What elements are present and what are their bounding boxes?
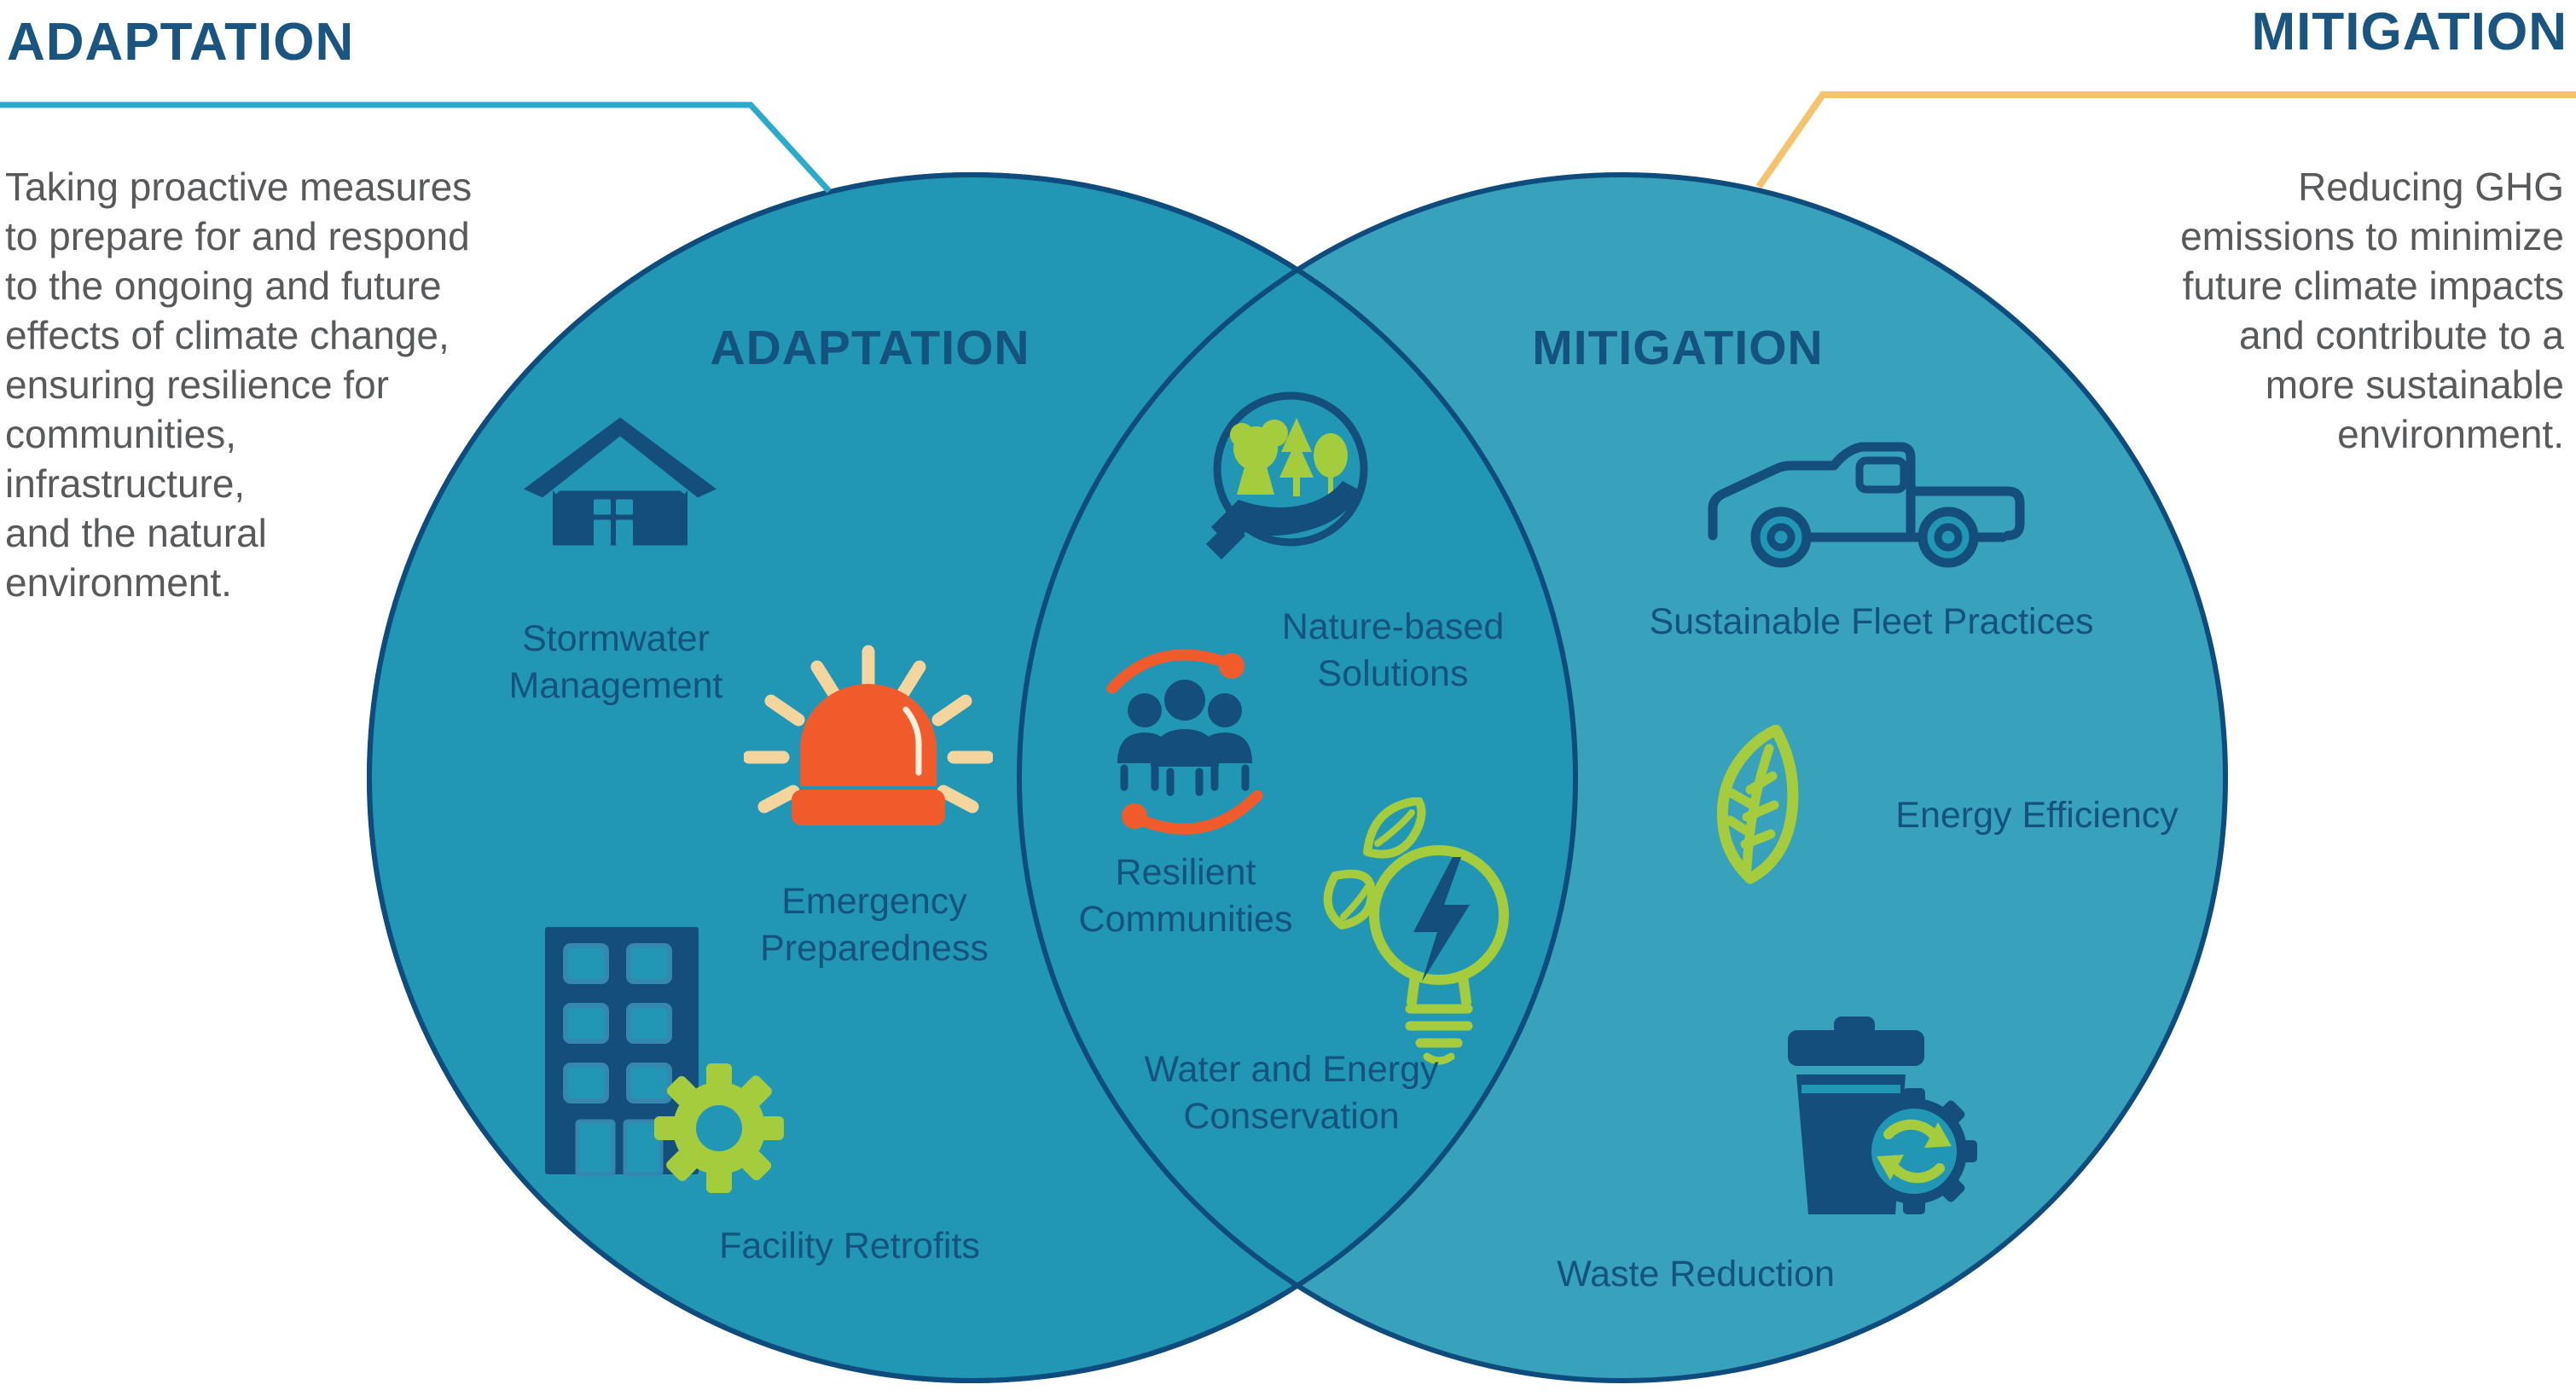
sustainable-fleet-practices-label: Sustainable Fleet Practices bbox=[1649, 601, 2094, 642]
mitigation-description-line: environment. bbox=[2337, 412, 2564, 456]
mitigation-description-line: future climate impacts bbox=[2182, 264, 2564, 308]
leaf-icon bbox=[1703, 725, 1817, 894]
mitigation-leader-line bbox=[1755, 91, 2576, 189]
siren-icon bbox=[744, 645, 993, 861]
adaptation-heading: ADAPTATION bbox=[7, 13, 355, 72]
adaptation-circle-outline bbox=[367, 172, 1578, 1383]
adaptation-description-line: infrastructure, bbox=[5, 461, 246, 506]
adaptation-description-line: ensuring resilience for bbox=[5, 362, 390, 407]
facility-retrofits-label: Facility Retrofits bbox=[719, 1225, 980, 1266]
resilient-communities-label: Resilient Communities bbox=[1078, 852, 1293, 940]
mitigation-description-line: and contribute to a bbox=[2238, 313, 2564, 357]
mitigation-description-line: more sustainable bbox=[2265, 362, 2564, 407]
waste-reduction-label: Waste Reduction bbox=[1557, 1254, 1835, 1295]
nature-based-solutions-label: Nature-based Solutions bbox=[1281, 606, 1505, 694]
adaptation-description: Taking proactive measures to prepare for… bbox=[5, 162, 560, 607]
mitigation-description-line: emissions to minimize bbox=[2180, 214, 2564, 258]
adaptation-description-line: Taking proactive measures bbox=[5, 165, 473, 209]
mitigation-circle bbox=[1017, 172, 2228, 1383]
energy-efficiency-label: Energy Efficiency bbox=[1895, 795, 2179, 836]
adaptation-description-line: and the natural bbox=[5, 511, 267, 555]
eco-bulb-icon bbox=[1318, 797, 1521, 1072]
adaptation-description-line: to the ongoing and future bbox=[5, 264, 442, 308]
mitigation-description: Reducing GHG emissions to minimize futur… bbox=[2086, 162, 2564, 459]
building-gear-icon bbox=[540, 924, 789, 1198]
adaptation-circle-label: ADAPTATION bbox=[710, 321, 1030, 375]
adaptation-description-line: to prepare for and respond bbox=[5, 214, 470, 258]
truck-icon bbox=[1696, 435, 2030, 573]
people-cycle-icon bbox=[1099, 644, 1271, 842]
adaptation-description-line: environment. bbox=[5, 560, 232, 605]
house-icon bbox=[524, 416, 717, 551]
adaptation-leader-line bbox=[0, 101, 832, 194]
stormwater-management-label: Stormwater Management bbox=[508, 618, 723, 706]
adaptation-description-line: communities, bbox=[5, 412, 236, 456]
emergency-preparedness-label: Emergency Preparedness bbox=[760, 881, 989, 969]
trash-recycle-icon bbox=[1771, 1015, 1979, 1226]
mitigation-heading: MITIGATION bbox=[2251, 3, 2567, 61]
mitigation-circle-label: MITIGATION bbox=[1532, 321, 1824, 375]
mitigation-description-line: Reducing GHG bbox=[2298, 165, 2564, 209]
water-energy-conservation-label: Water and Energy Conservation bbox=[1144, 1049, 1439, 1137]
hand-trees-icon bbox=[1201, 385, 1380, 583]
adaptation-description-line: effects of climate change, bbox=[5, 313, 450, 357]
